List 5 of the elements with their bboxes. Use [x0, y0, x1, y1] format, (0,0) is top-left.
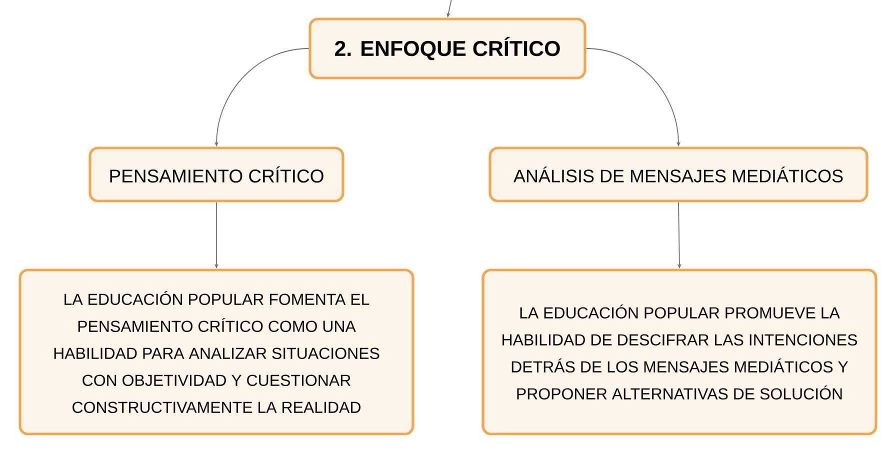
concept-box: ANÁLISIS DE MENSAJES MEDIÁTICOS — [488, 146, 868, 202]
description-box: LA EDUCACIÓN POPULAR FOMENTA EL PENSAMIENTO CRÍTICO COMO UNA HABILIDAD PARA ANALIZAR SITUACIONES CON OBJETIVIDAD Y CUESTIONAR CONSTRUCTIVAMENTE LA REALIDAD — [18, 268, 414, 436]
description-box: LA EDUCACIÓN POPULAR PROMUEVE LA HABILIDAD DE DESCIFRAR LAS INTENCIONES DETRÁS DE LOS MENSAJES MEDIÁTICOS Y PROPONER ALTERNATIVAS DE SOLUCIÓN — [482, 268, 878, 436]
topic-box: 2. ENFOQUE CRÍTICO — [308, 18, 586, 80]
concept-box: PENSAMIENTO CRÍTICO — [88, 146, 344, 202]
